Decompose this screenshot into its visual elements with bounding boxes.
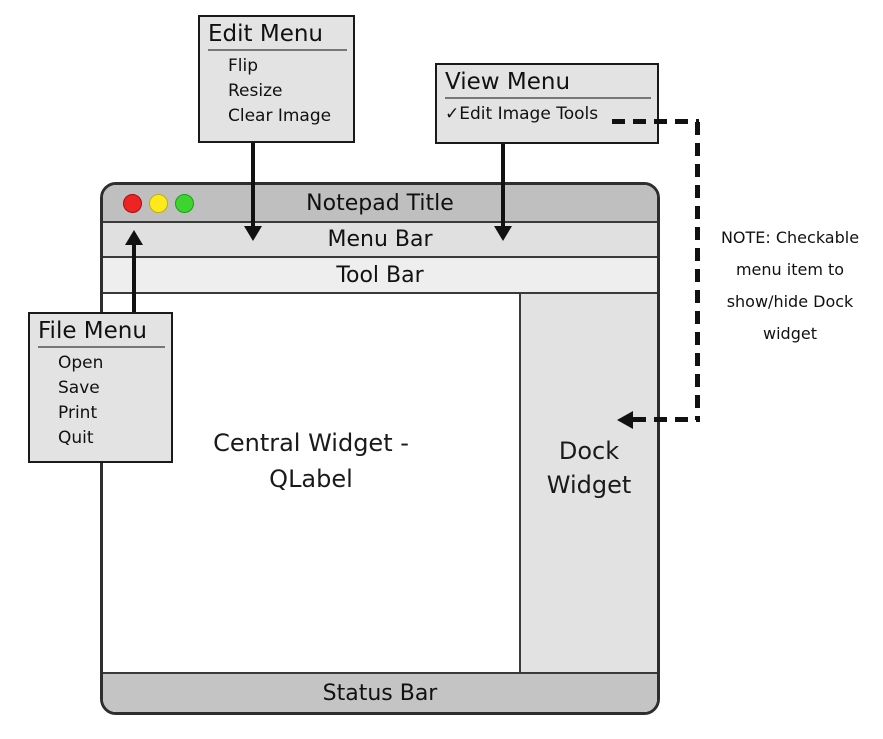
edit-menu-item-resize[interactable]: Resize (228, 81, 283, 101)
edit-menu-title: Edit Menu (208, 21, 323, 47)
dock-widget: Dock Widget (519, 294, 657, 672)
view-menu-arrow-line (501, 144, 505, 227)
dashed-connector-vertical-segment (695, 122, 700, 420)
view-menu-arrow-head-icon (494, 226, 512, 241)
view-menu-box: View Menu ✓Edit Image Tools (435, 63, 659, 144)
dashed-connector-bottom-segment (633, 417, 700, 422)
note-text: NOTE: Checkable menu item to show/hide D… (720, 228, 860, 343)
traffic-lights (123, 185, 194, 221)
central-widget-label: Central Widget - QLabel (213, 429, 409, 493)
edit-menu-box: Edit Menu Flip Resize Clear Image (198, 15, 355, 143)
file-menu-divider (38, 346, 165, 348)
file-menu-arrow-line (132, 244, 136, 312)
dock-widget-label: Dock Widget (546, 437, 632, 499)
file-menu-item-open[interactable]: Open (58, 353, 104, 373)
dashed-connector-top-segment (612, 119, 699, 124)
app-window: Notepad Title Menu Bar Tool Bar Central … (100, 182, 660, 715)
file-menu-box: File Menu Open Save Print Quit (28, 312, 173, 463)
edit-menu-item-clear-image[interactable]: Clear Image (228, 106, 332, 126)
edit-menu-item-flip[interactable]: Flip (228, 56, 259, 76)
edit-menu-divider (208, 49, 347, 51)
tool-bar-label: Tool Bar (336, 262, 424, 288)
file-menu-item-save[interactable]: Save (58, 378, 100, 398)
edit-menu-arrow-head-icon (244, 226, 262, 241)
window-content: Central Widget - QLabel Dock Widget (103, 294, 657, 672)
close-button-icon[interactable] (123, 193, 142, 213)
title-bar: Notepad Title (103, 185, 657, 223)
tool-bar[interactable]: Tool Bar (103, 258, 657, 294)
status-bar: Status Bar (103, 672, 657, 712)
file-menu-arrow-head-icon (125, 230, 143, 245)
minimize-button-icon[interactable] (149, 193, 168, 213)
view-menu-title: View Menu (445, 69, 571, 95)
view-menu-item-edit-image-tools[interactable]: ✓Edit Image Tools (445, 104, 599, 124)
dashed-connector-arrow-head-icon (617, 411, 633, 429)
file-menu-item-quit[interactable]: Quit (58, 428, 94, 448)
menu-bar-label: Menu Bar (327, 227, 433, 252)
file-menu-title: File Menu (38, 318, 147, 344)
edit-menu-arrow-line (251, 143, 255, 227)
menu-bar[interactable]: Menu Bar (103, 223, 657, 258)
view-menu-divider (445, 97, 651, 99)
window-title: Notepad Title (306, 190, 454, 216)
zoom-button-icon[interactable] (175, 193, 194, 213)
status-bar-label: Status Bar (322, 680, 438, 706)
file-menu-item-print[interactable]: Print (58, 403, 98, 423)
